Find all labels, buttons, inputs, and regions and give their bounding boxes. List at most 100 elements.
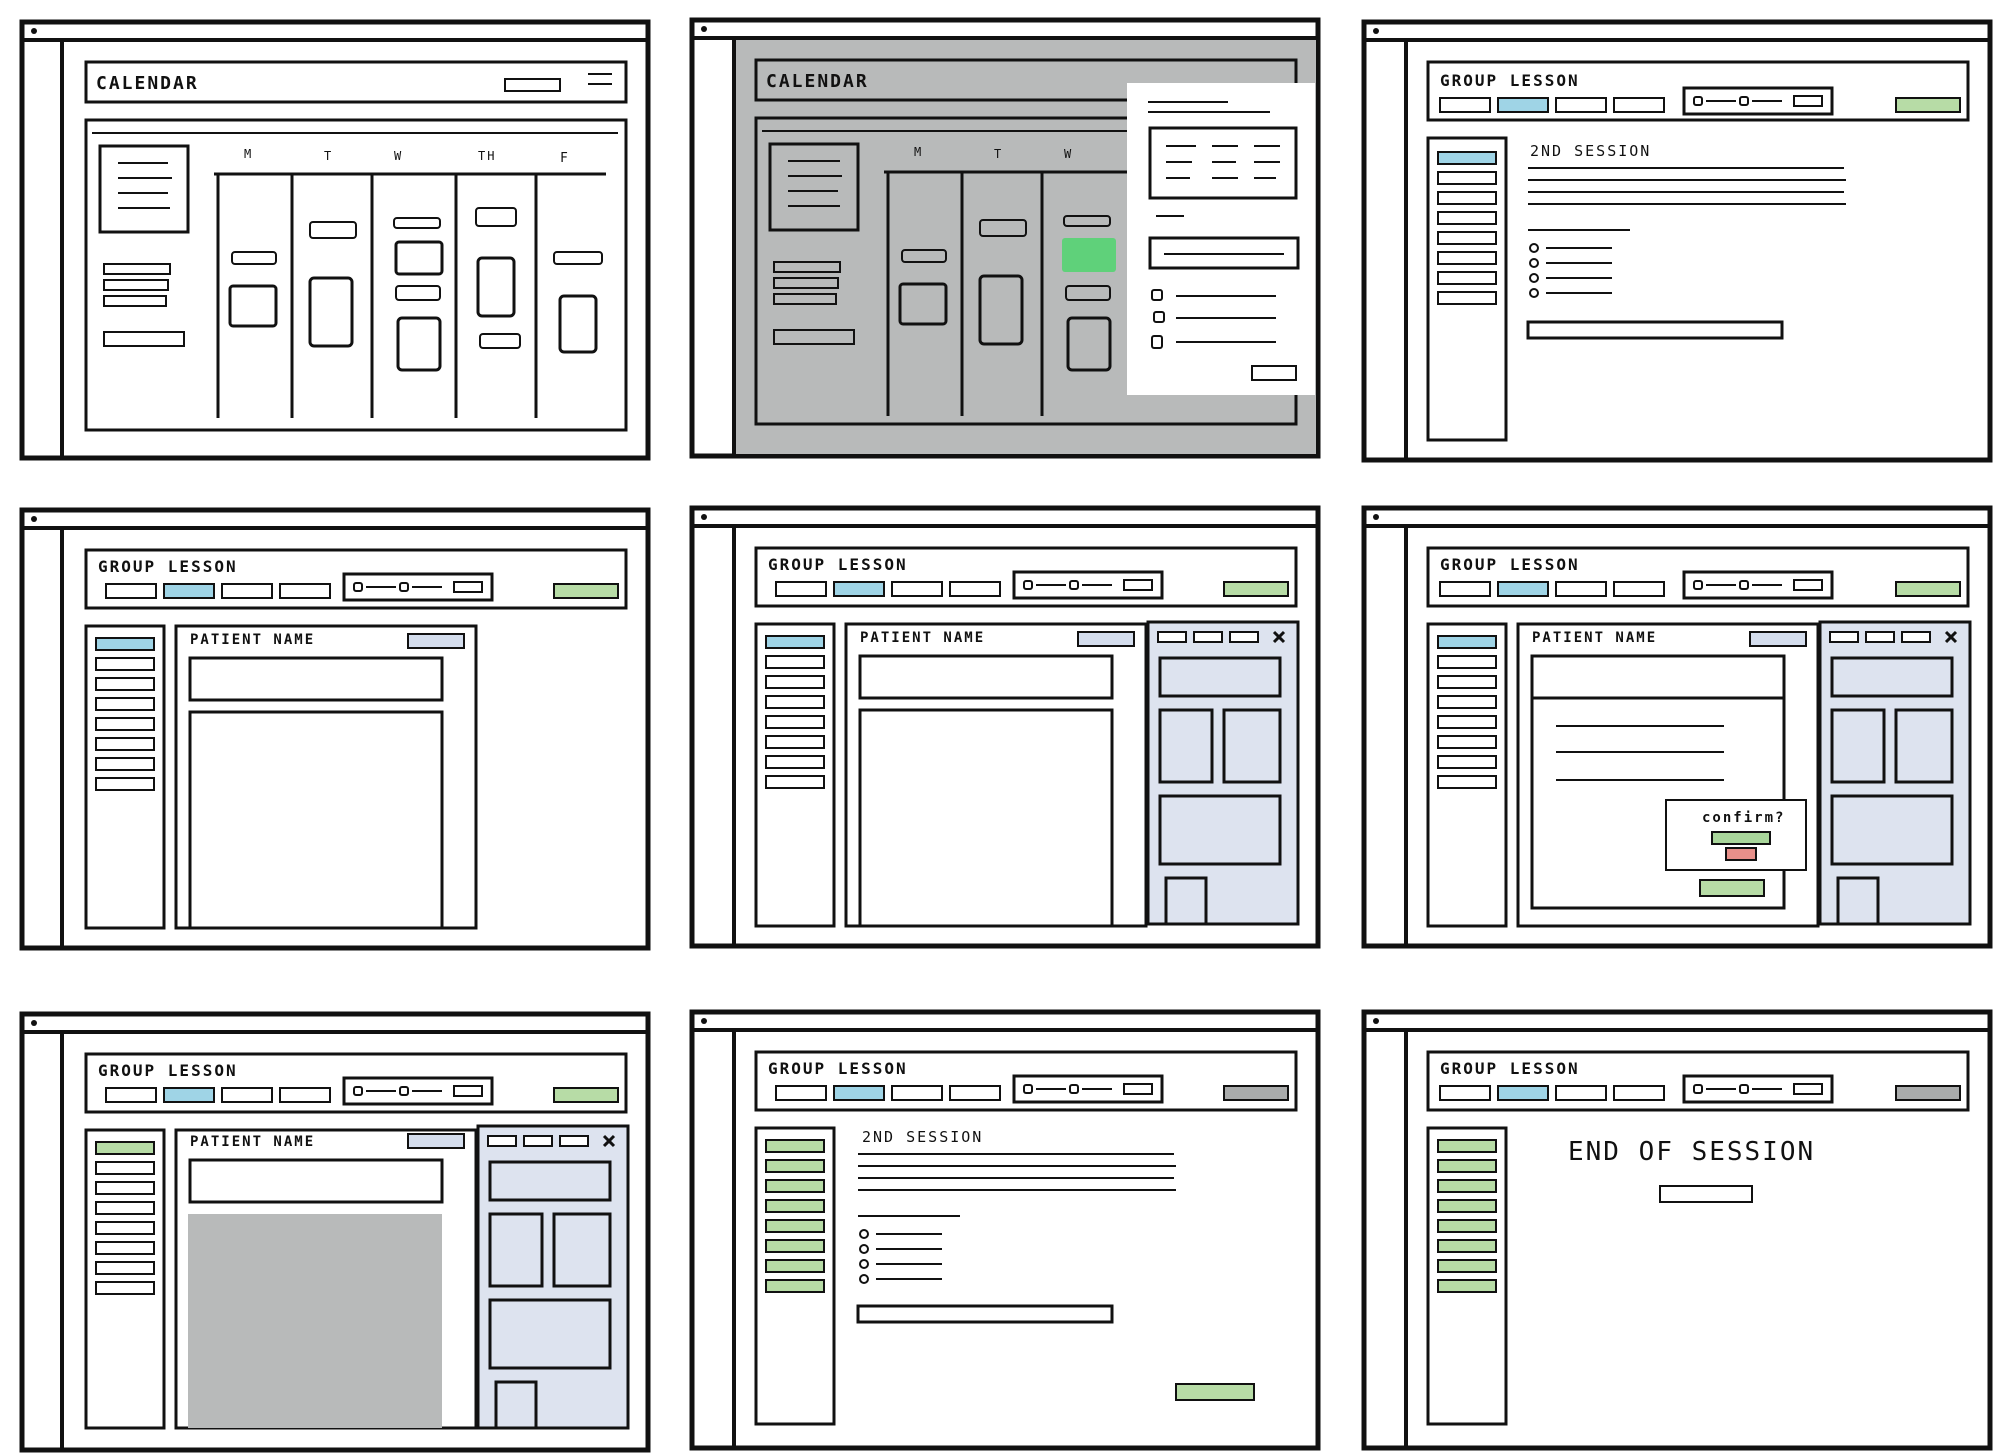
sidebar-item[interactable] <box>103 279 169 291</box>
patient-tag[interactable] <box>1077 631 1135 647</box>
sidebar-item[interactable] <box>765 715 825 729</box>
panel-card[interactable] <box>1830 656 1954 698</box>
action-button[interactable] <box>553 1087 619 1103</box>
patient-tag[interactable] <box>407 1133 465 1149</box>
sidebar-item-done[interactable] <box>1437 1279 1497 1293</box>
tab-active[interactable] <box>163 583 215 599</box>
sidebar-item-done[interactable] <box>1437 1259 1497 1273</box>
patient-name-input[interactable] <box>1530 654 1786 700</box>
save-button[interactable] <box>1699 879 1765 897</box>
tab[interactable] <box>891 581 943 597</box>
option-radio[interactable] <box>1529 258 1539 268</box>
panel-card[interactable] <box>488 1212 544 1288</box>
sidebar-item[interactable] <box>95 657 155 671</box>
sidebar-item-done[interactable] <box>765 1239 825 1253</box>
event-block[interactable] <box>309 221 357 239</box>
sidebar-item[interactable] <box>765 695 825 709</box>
sidebar-item[interactable] <box>1437 655 1497 669</box>
option-radio[interactable] <box>859 1229 869 1239</box>
confirm-dialog[interactable]: confirm? <box>1665 799 1807 871</box>
tab[interactable] <box>1613 1085 1665 1101</box>
panel-tab[interactable] <box>559 1135 589 1147</box>
tab[interactable] <box>279 583 331 599</box>
sidebar-item[interactable] <box>765 775 825 789</box>
sidebar-item[interactable] <box>1437 291 1497 305</box>
sidebar-item[interactable] <box>95 1261 155 1275</box>
panel-card[interactable] <box>1158 656 1282 698</box>
notes-area[interactable] <box>858 708 1114 928</box>
panel-card[interactable] <box>1222 708 1282 784</box>
confirm-yes-button[interactable] <box>1711 831 1771 845</box>
text-input[interactable] <box>1526 320 1784 340</box>
action-button[interactable] <box>553 583 619 599</box>
event-block[interactable] <box>479 333 521 349</box>
tab[interactable] <box>1555 97 1607 113</box>
event-block[interactable] <box>476 256 516 318</box>
tab[interactable] <box>891 1085 943 1101</box>
sidebar-item[interactable] <box>765 755 825 769</box>
menu-icon[interactable] <box>588 73 612 85</box>
sidebar-item[interactable] <box>765 735 825 749</box>
mini-calendar[interactable] <box>98 144 190 234</box>
sidebar-item[interactable] <box>95 677 155 691</box>
panel-card[interactable] <box>1836 876 1880 926</box>
panel-tab[interactable] <box>1865 631 1895 643</box>
sidebar-item[interactable] <box>773 261 841 273</box>
sidebar-item[interactable] <box>1437 695 1497 709</box>
sidebar-item[interactable] <box>95 1221 155 1235</box>
action-button[interactable] <box>1223 581 1289 597</box>
panel-card[interactable] <box>1830 708 1886 784</box>
event-popup[interactable] <box>1127 83 1315 395</box>
option-radio[interactable] <box>859 1274 869 1284</box>
sidebar-item[interactable] <box>103 263 171 275</box>
sidebar-item[interactable] <box>765 675 825 689</box>
sidebar-item-active[interactable] <box>765 635 825 649</box>
side-panel[interactable] <box>476 1124 630 1430</box>
event-block[interactable] <box>396 316 442 372</box>
notes-area[interactable] <box>188 710 444 930</box>
action-button-disabled[interactable] <box>1223 1085 1289 1101</box>
sidebar-item[interactable] <box>773 329 855 345</box>
sidebar-item-done[interactable] <box>95 1141 155 1155</box>
tab[interactable] <box>949 1085 1001 1101</box>
option-radio[interactable] <box>1529 243 1539 253</box>
option-radio[interactable] <box>1529 288 1539 298</box>
sidebar-item-active[interactable] <box>1437 151 1497 165</box>
sidebar-item-done[interactable] <box>1437 1219 1497 1233</box>
patient-tag[interactable] <box>407 633 465 649</box>
sidebar-item[interactable] <box>1437 251 1497 265</box>
panel-tab[interactable] <box>1229 631 1259 643</box>
sidebar-item-done[interactable] <box>765 1159 825 1173</box>
event-block[interactable] <box>1063 215 1111 227</box>
patient-name-input[interactable] <box>188 656 444 702</box>
tab[interactable] <box>949 581 1001 597</box>
panel-tab[interactable] <box>487 1135 517 1147</box>
close-icon[interactable] <box>1272 630 1286 644</box>
event-block[interactable] <box>978 274 1024 346</box>
sidebar-item[interactable] <box>103 331 185 347</box>
tab[interactable] <box>279 1087 331 1103</box>
option-radio[interactable] <box>1529 273 1539 283</box>
sidebar-item[interactable] <box>95 1161 155 1175</box>
side-panel[interactable] <box>1146 620 1300 926</box>
panel-card[interactable] <box>1164 876 1208 926</box>
sidebar-item[interactable] <box>95 1201 155 1215</box>
confirm-no-button[interactable] <box>1725 847 1757 861</box>
sidebar-item[interactable] <box>103 295 167 307</box>
sidebar-item-done[interactable] <box>1437 1199 1497 1213</box>
tab-active[interactable] <box>163 1087 215 1103</box>
event-block[interactable] <box>475 207 517 227</box>
sidebar-item[interactable] <box>1437 231 1497 245</box>
panel-card[interactable] <box>1830 794 1954 866</box>
popup-checkbox[interactable] <box>1151 335 1163 349</box>
end-session-button[interactable] <box>1659 1185 1753 1203</box>
panel-card[interactable] <box>1158 794 1282 866</box>
sidebar-item[interactable] <box>95 1241 155 1255</box>
event-block[interactable] <box>898 282 948 326</box>
tab[interactable] <box>221 1087 273 1103</box>
sidebar-item-done[interactable] <box>765 1219 825 1233</box>
patient-name-input[interactable] <box>858 654 1114 700</box>
tab[interactable] <box>1613 581 1665 597</box>
sidebar-item[interactable] <box>1437 715 1497 729</box>
sidebar-item[interactable] <box>1437 171 1497 185</box>
